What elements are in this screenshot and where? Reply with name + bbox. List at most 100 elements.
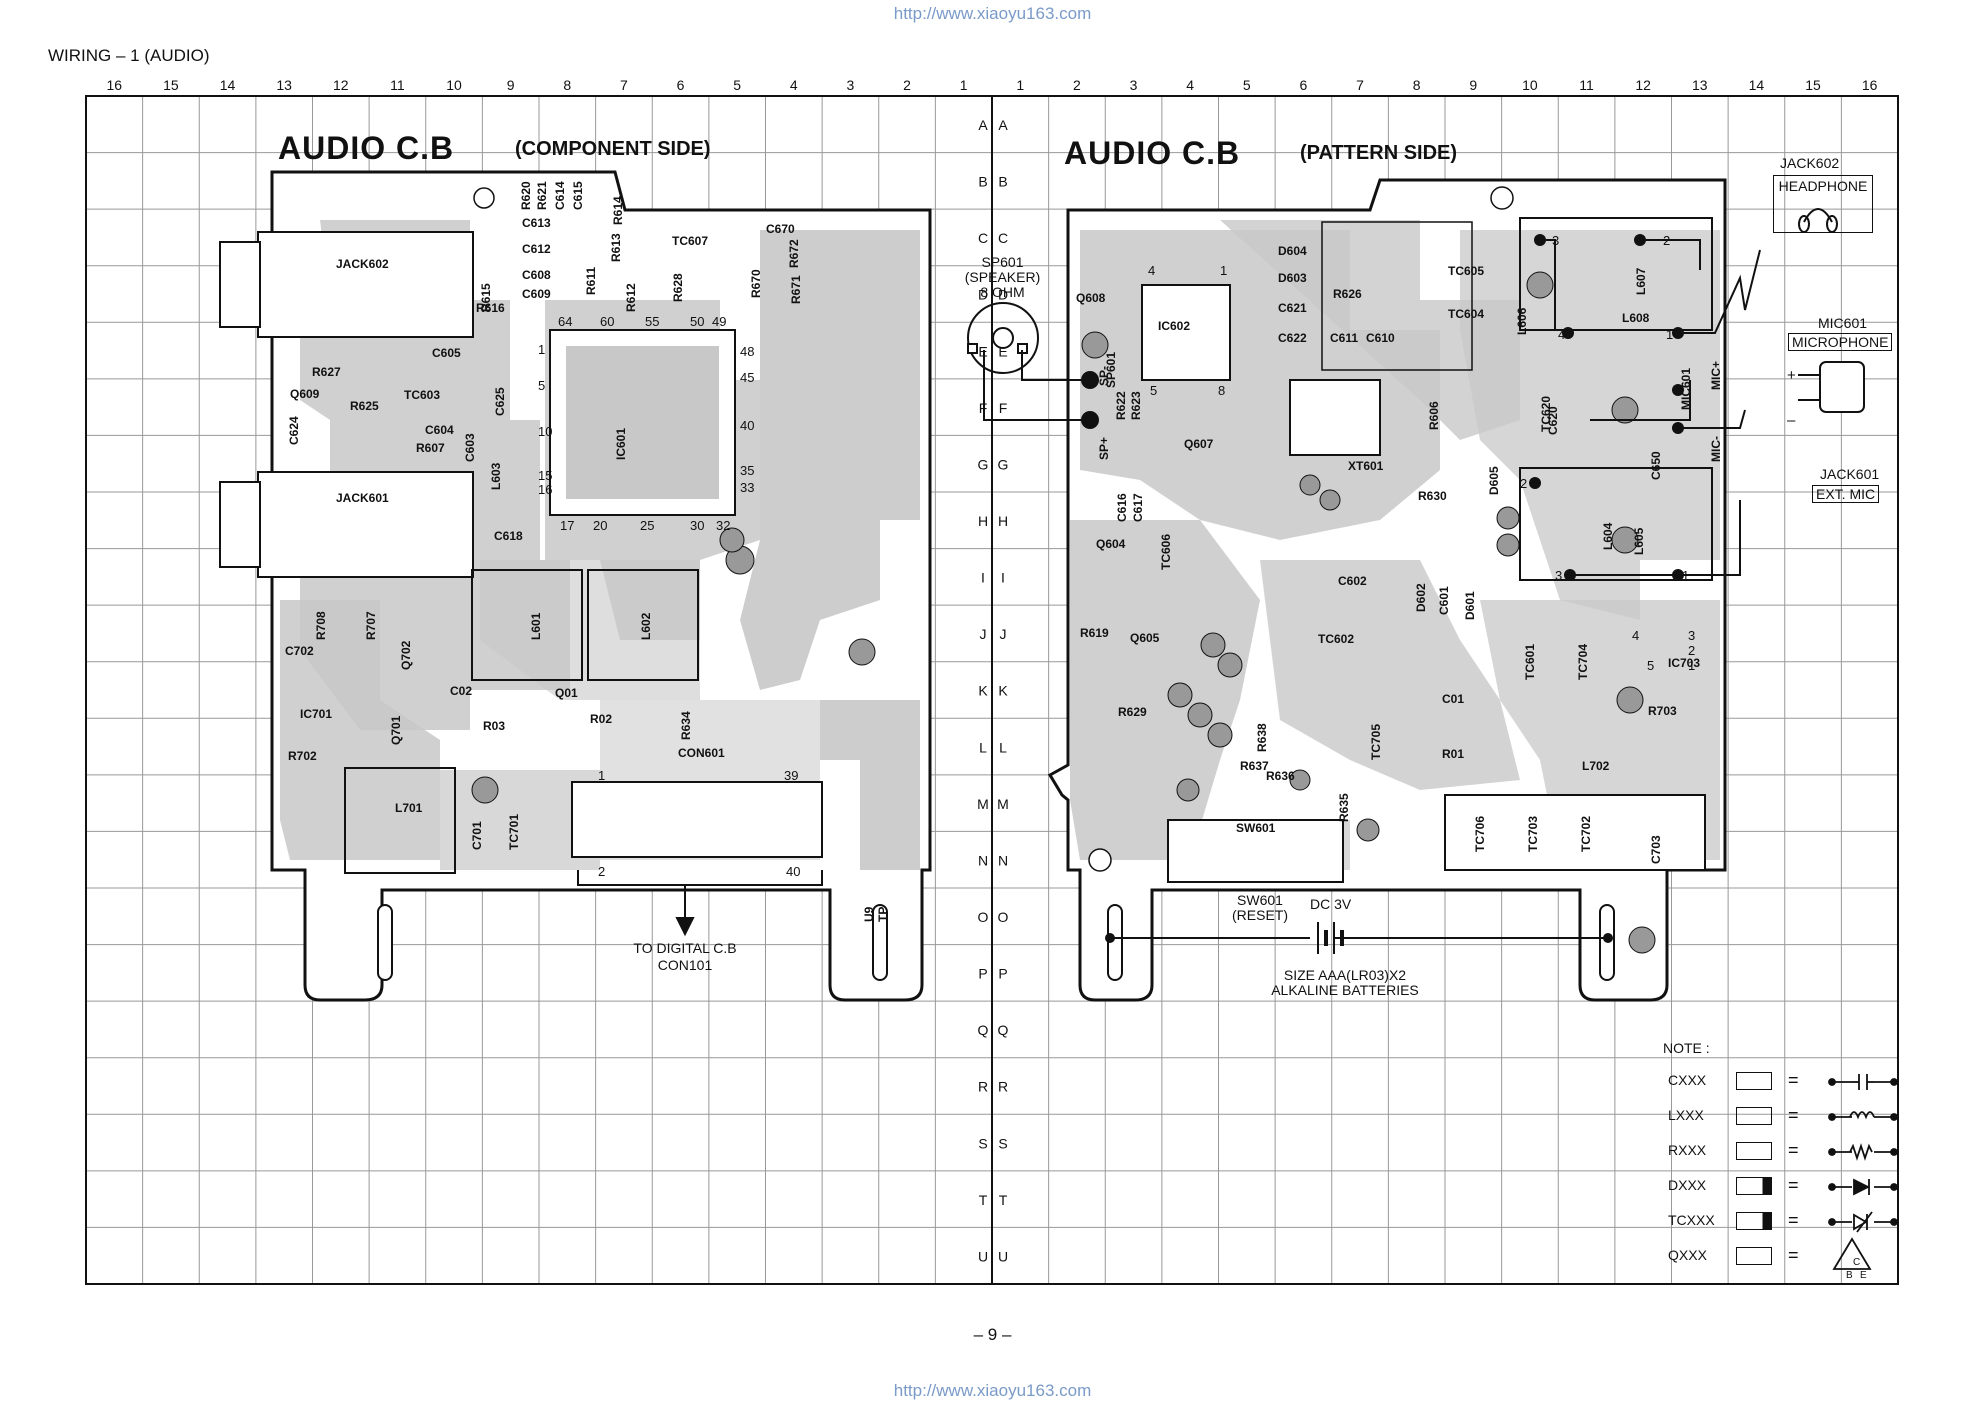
pad-number: 2 [1663, 233, 1670, 248]
right-component-tc601: TC601 [1523, 644, 1537, 680]
right-component-c602: C602 [1338, 574, 1367, 588]
page-number: – 9 – [973, 1325, 1012, 1344]
left-component-r615: R615 [479, 283, 493, 312]
col-number-left: 16 [107, 77, 123, 93]
left-component-c612: C612 [522, 242, 551, 256]
right-component-r619: R619 [1080, 626, 1109, 640]
top-url[interactable]: http://www.xiaoyu163.com [893, 4, 1092, 23]
right-component-sp: SP- [1097, 366, 1111, 386]
left-component-r707: R707 [364, 611, 378, 640]
con601-pin-number: 40 [786, 864, 800, 879]
ic601-pin-number: 5 [538, 378, 545, 393]
right-component-c650: C650 [1649, 451, 1663, 480]
left-component-r03: R03 [483, 719, 505, 733]
ic601-pin-number: 20 [593, 518, 607, 533]
row-letter-left: M [977, 796, 989, 812]
row-letter-right: P [998, 966, 1007, 982]
col-number-left: 10 [446, 77, 462, 93]
right-component-r636: R636 [1266, 769, 1295, 783]
right-component-c01: C01 [1442, 692, 1464, 706]
row-letter-right: K [998, 683, 1008, 699]
microphone-icon [1798, 361, 1865, 413]
capacitor-symbol [1828, 1074, 1898, 1090]
col-number-right: 6 [1300, 77, 1308, 93]
row-letter-left: L [979, 739, 987, 755]
note-item: DXXX= [1660, 1175, 1900, 1199]
right-component-tc620: TC620 [1539, 396, 1553, 432]
right-component-xt601: XT601 [1348, 459, 1384, 473]
right-component-tc703: TC703 [1526, 816, 1540, 852]
row-letter-left: U [978, 1248, 988, 1264]
transistor-pin-e: E [1860, 1270, 1867, 1281]
pad-number: 4 [1148, 263, 1155, 278]
tp-label: TP [876, 907, 890, 922]
pad-number: 3 [1552, 233, 1559, 248]
right-component-tc602: TC602 [1318, 632, 1354, 646]
left-component-con601: CON601 [678, 746, 725, 760]
left-component-r628: R628 [671, 273, 685, 302]
pad-number: 2 [1520, 476, 1527, 491]
right-component-r606: R606 [1427, 401, 1441, 430]
left-component-tc701: TC701 [507, 814, 521, 850]
left-component-r616: R616 [476, 301, 505, 315]
left-board [219, 170, 932, 1002]
right-component-q604: Q604 [1096, 537, 1126, 551]
right-component-c610: C610 [1366, 331, 1395, 345]
sp-plus-pad [1081, 411, 1099, 429]
pad-number: 5 [1647, 658, 1654, 673]
con601-pin-number: 2 [598, 864, 605, 879]
right-component-c622: C622 [1278, 331, 1307, 345]
row-letter-left: R [978, 1079, 988, 1095]
pad-number: 1 [1220, 263, 1227, 278]
note-equals: = [1788, 1070, 1799, 1090]
right-component-l607: L607 [1634, 267, 1648, 295]
note-equals: = [1788, 1175, 1799, 1195]
jack-wires [1110, 239, 1761, 939]
battery-line1: SIZE AAA(LR03)X2 [1283, 967, 1407, 983]
sp601-line2: (SPEAKER) [964, 269, 1041, 285]
bottom-url[interactable]: http://www.xiaoyu163.com [893, 1381, 1092, 1400]
jack601-label: JACK601 [1820, 466, 1880, 482]
battery-line2: ALKALINE BATTERIES [1271, 982, 1419, 998]
col-number-right: 11 [1579, 77, 1594, 93]
note-item-label: QXXX [1668, 1247, 1707, 1263]
ic601-pin-number: 64 [558, 314, 572, 329]
left-component-q702: Q702 [399, 640, 413, 670]
left-component-l603: L603 [489, 462, 503, 490]
left-component-r634: R634 [679, 711, 693, 740]
note-item-box [1736, 1107, 1772, 1125]
right-component-tc706: TC706 [1473, 816, 1487, 852]
right-component-r637: R637 [1240, 759, 1269, 773]
row-letter-right: O [998, 909, 1009, 925]
sw601-caption: SW601 (RESET) [1220, 893, 1300, 923]
ic601-pin-number: 33 [740, 480, 754, 495]
ic601-pin-number: 32 [716, 518, 730, 533]
right-component-d601: D601 [1463, 591, 1477, 620]
left-component-c613: C613 [522, 216, 551, 230]
transistor-pin-c: C [1853, 1257, 1860, 1268]
left-component-tc607: TC607 [672, 234, 708, 248]
col-number-left: 1 [960, 77, 968, 93]
row-letter-left: I [981, 570, 985, 586]
left-component-q701: Q701 [389, 715, 403, 745]
sp-minus-pad [1081, 371, 1099, 389]
left-component-r621: R621 [535, 181, 549, 210]
row-letter-right: D [998, 287, 1008, 303]
sp601-line1: SP601 [981, 254, 1024, 270]
left-component-r702: R702 [288, 749, 317, 763]
sw601-reset: (RESET) [1232, 907, 1288, 923]
row-letter-left: C [978, 230, 988, 246]
col-number-left: 8 [563, 77, 571, 93]
right-component-tc702: TC702 [1579, 816, 1593, 852]
left-component-r612: R612 [624, 283, 638, 312]
ic601-pin-number: 16 [538, 482, 552, 497]
right-component-l604: L604 [1601, 522, 1615, 550]
col-number-left: 15 [163, 77, 179, 93]
battery-caption: SIZE AAA(LR03)X2 ALKALINE BATTERIES [1240, 968, 1450, 998]
con601-pin-number: 39 [784, 768, 798, 783]
left-component-r670: R670 [749, 269, 763, 298]
row-letter-right: M [997, 796, 1009, 812]
right-component-tc704: TC704 [1576, 644, 1590, 680]
right-component-r630: R630 [1418, 489, 1447, 503]
col-number-left: 4 [790, 77, 798, 93]
